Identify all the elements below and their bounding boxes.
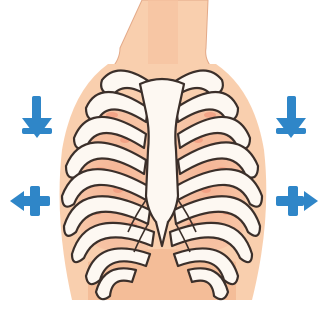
arrow-lower-left-icon [10, 186, 50, 216]
neck [110, 0, 214, 70]
arrow-upper-right-down-icon [276, 96, 306, 138]
arrow-upper-left-down-icon [22, 96, 52, 138]
arrow-lower-right-icon [276, 186, 318, 216]
